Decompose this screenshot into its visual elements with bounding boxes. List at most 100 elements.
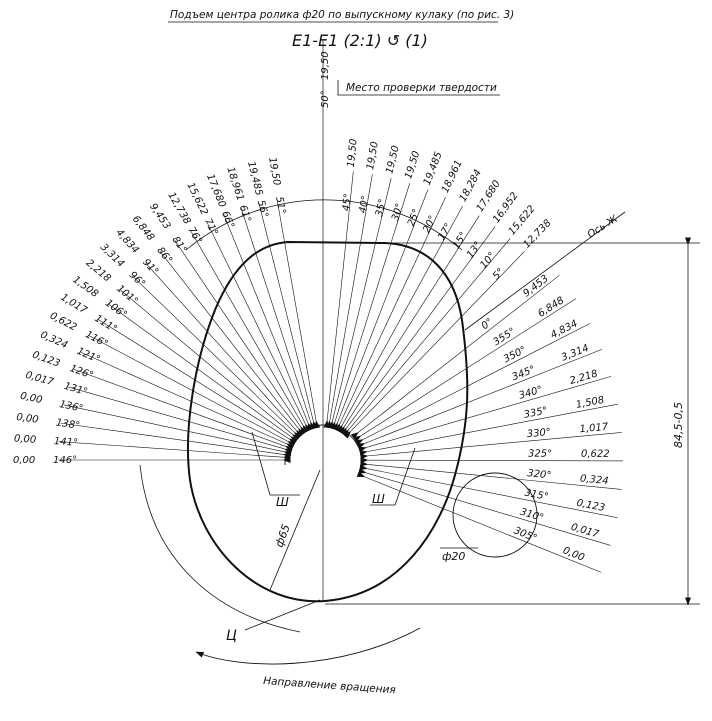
radial-leader-left [174, 240, 308, 435]
left-angle: 66° [219, 210, 236, 231]
left-value: 6,848 [130, 214, 156, 243]
dim-base-diameter: ф65 [273, 523, 293, 549]
radial-leader-right [356, 349, 602, 449]
right-angle: 325° [528, 449, 552, 460]
left-value: 0,00 [13, 455, 35, 466]
rotation-direction-arc [195, 627, 421, 665]
radial-leader-top [341, 238, 511, 438]
leader-hardness [337, 80, 500, 96]
axis-zh-line [464, 211, 626, 331]
left-angle: 126° [68, 363, 94, 382]
left-value: 19,485 [245, 160, 264, 197]
dim-leader-d65 [269, 469, 321, 591]
left-angle: 111° [92, 313, 118, 335]
left-angle: 76° [185, 225, 203, 246]
mark-sh-left: Ш [276, 495, 289, 509]
radial-leader-right [355, 323, 591, 446]
left-value: 9,453 [147, 202, 172, 232]
mark-sh-right: Ш [372, 492, 385, 506]
radial-leader-top [325, 174, 373, 429]
left-value: 0,622 [48, 310, 78, 333]
radial-leader-top [334, 197, 446, 432]
right-angle: 335° [523, 405, 549, 420]
right-value: 0,123 [576, 498, 606, 514]
right-angle: 340° [518, 384, 544, 401]
leader-ts [244, 599, 321, 631]
radial-leader-right [359, 403, 618, 456]
top-value: 19,50 [365, 141, 381, 171]
rotation-label: Направление вращения [263, 675, 396, 696]
radial-leader-left [276, 198, 321, 429]
top-center-angle: 50° [320, 90, 331, 108]
left-value: 17,680 [204, 173, 227, 210]
top-value: 19,485 [422, 150, 445, 187]
top-angle: 40° [358, 195, 372, 214]
radial-leader-left [73, 369, 294, 452]
left-angle: 61° [237, 204, 253, 224]
top-center-value: 19,50 [320, 51, 331, 80]
left-angle: 91° [140, 257, 160, 278]
top-value: 19,50 [403, 150, 422, 181]
left-angle: 56° [255, 199, 270, 219]
top-value: 19,50 [346, 138, 360, 168]
right-angle: 0° [480, 316, 496, 332]
left-value: 0,00 [19, 391, 43, 406]
radial-leader-left [258, 202, 319, 430]
top-angle: 30° [390, 202, 406, 222]
radial-leader-left [108, 303, 299, 444]
radial-leader-right [350, 275, 560, 440]
left-value: 0,00 [14, 433, 37, 446]
right-value: 0,622 [581, 449, 610, 460]
leader-sh-left [251, 431, 300, 496]
top-angle: 25° [406, 207, 423, 228]
hardness-label: Место проверки твердости [346, 82, 497, 94]
radial-leader-left [60, 422, 292, 459]
right-value: 4,834 [549, 318, 580, 341]
cam-profile [187, 240, 469, 603]
radial-leader-left [206, 221, 312, 433]
radial-leader-left [190, 230, 310, 434]
left-angle: 146° [53, 455, 77, 466]
left-value: 1,017 [59, 292, 90, 317]
right-value: 1,508 [575, 395, 605, 411]
radial-leader-right [352, 298, 577, 443]
radial-leader-left [145, 262, 304, 438]
top-angle: 10° [478, 250, 498, 271]
left-angle: 116° [83, 329, 109, 350]
radial-leader-left [68, 386, 293, 454]
top-angle: 5° [491, 266, 507, 282]
right-value: 3,314 [560, 343, 591, 364]
left-value: 2,218 [84, 258, 113, 285]
top-value: 18,961 [440, 158, 465, 194]
leader-sh-right [370, 447, 416, 506]
mark-ts: Ц [226, 628, 237, 644]
radial-leader-left [119, 289, 301, 442]
right-angle: 310° [519, 507, 545, 524]
left-value: 19,50 [266, 156, 282, 186]
radial-leader-left [98, 319, 298, 446]
radial-leader-right [360, 432, 622, 460]
right-angle: 315° [524, 488, 550, 503]
radial-leader-top [329, 183, 411, 430]
radial-leader-left [88, 335, 296, 448]
radial-leader-right [358, 467, 611, 546]
radial-leader-top [339, 226, 496, 436]
radial-leader-left [63, 404, 292, 457]
radial-leader-top [337, 215, 480, 435]
radial-leader-left [58, 441, 291, 461]
left-value: 0,00 [16, 412, 40, 426]
right-angle: 350° [502, 345, 528, 366]
section-label: E1-E1 (2:1) ↺ (1) [292, 31, 428, 50]
radial-leader-right [356, 471, 602, 573]
radial-leader-right [360, 457, 623, 464]
left-angle: 86° [154, 245, 174, 266]
radial-leader-top [336, 205, 463, 433]
radial-leader-top [323, 171, 354, 428]
top-angle: 45° [341, 193, 354, 212]
radial-leader-left [223, 214, 314, 431]
radial-leader-left [240, 207, 316, 431]
left-value: 1,508 [70, 274, 100, 300]
left-angle: 81° [170, 235, 189, 256]
top-value: 19,50 [384, 145, 401, 175]
